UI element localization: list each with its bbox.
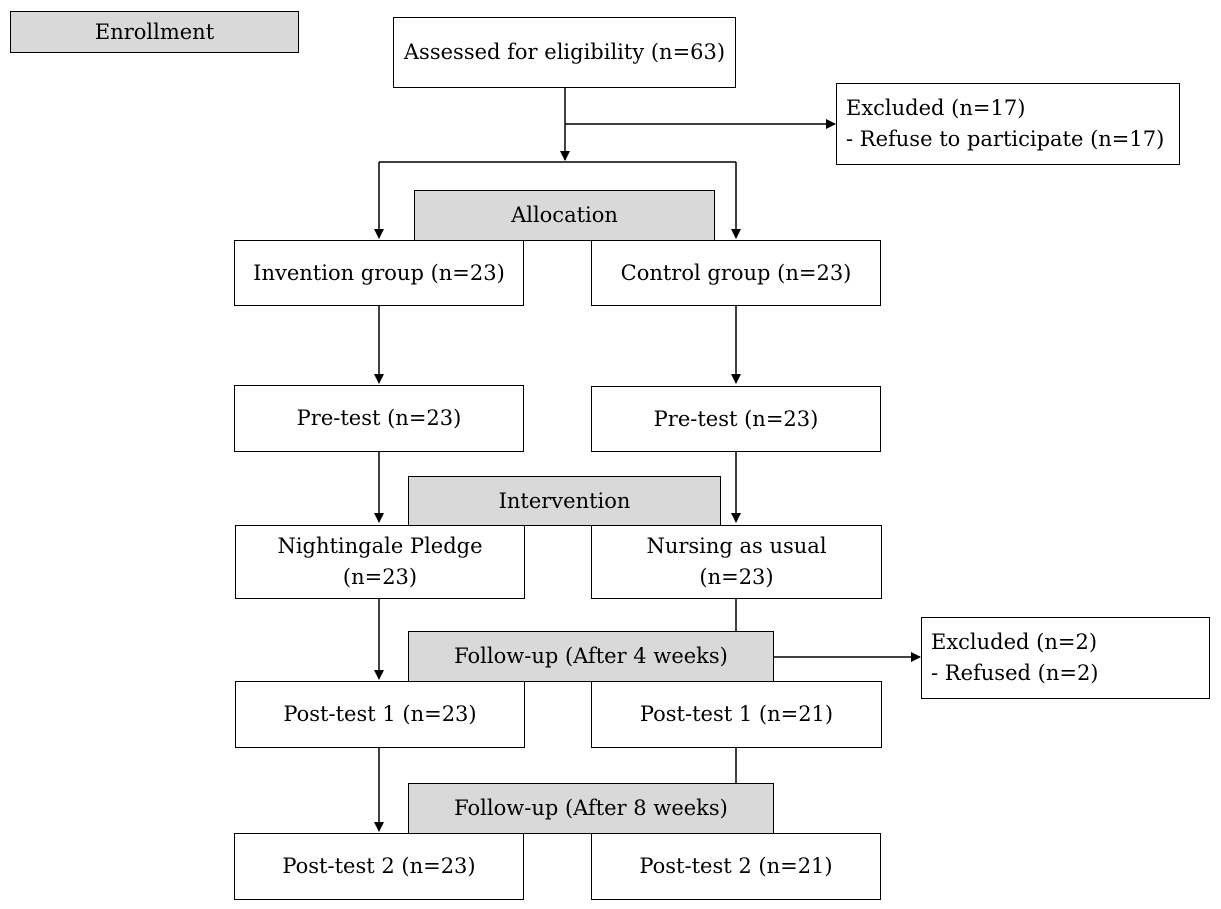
stage-followup-4-label: Follow-up (After 4 weeks) (454, 644, 728, 668)
stage-followup-4-weeks: Follow-up (After 4 weeks) (408, 631, 774, 682)
stage-allocation-label: Allocation (511, 203, 618, 227)
control-posttest2-box: Post-test 2 (n=21) (591, 833, 881, 900)
stage-followup-8-label: Follow-up (After 8 weeks) (454, 796, 728, 820)
intervention-posttest2-label: Post-test 2 (n=23) (282, 854, 476, 878)
excluded-1-reason: - Refuse to participate (n=17) (846, 127, 1165, 151)
nightingale-pledge-count: (n=23) (342, 565, 418, 589)
nightingale-pledge-label: Nightingale Pledge (277, 534, 483, 558)
nursing-as-usual-box: Nursing as usual (n=23) (591, 525, 882, 599)
stage-allocation: Allocation (414, 190, 715, 241)
excluded-2-title: Excluded (n=2) (931, 630, 1098, 654)
control-pretest-label: Pre-test (n=23) (653, 406, 819, 431)
assessed-box: Assessed for eligibility (n=63) (393, 17, 736, 88)
control-pretest-box: Pre-test (n=23) (591, 386, 881, 452)
excluded-box-1: Excluded (n=17) - Refuse to participate … (836, 83, 1180, 165)
stage-intervention: Intervention (408, 476, 721, 526)
control-posttest2-label: Post-test 2 (n=21) (639, 854, 833, 878)
control-group-label: Control group (n=23) (620, 260, 852, 285)
nursing-as-usual-count: (n=23) (699, 565, 774, 589)
nightingale-pledge-box: Nightingale Pledge (n=23) (235, 525, 525, 599)
control-posttest1-label: Post-test 1 (n=21) (639, 702, 834, 726)
excluded-1-title: Excluded (n=17) (846, 96, 1026, 120)
intervention-group-box: Invention group (n=23) (234, 240, 524, 306)
control-group-box: Control group (n=23) (591, 240, 881, 306)
intervention-posttest1-label: Post-test 1 (n=23) (283, 702, 477, 726)
stage-enrollment-label: Enrollment (94, 19, 215, 44)
assessed-label: Assessed for eligibility (n=63) (403, 40, 726, 64)
intervention-pretest-label: Pre-test (n=23) (296, 406, 462, 430)
stage-intervention-label: Intervention (498, 488, 631, 513)
intervention-pretest-box: Pre-test (n=23) (234, 385, 524, 452)
intervention-posttest2-box: Post-test 2 (n=23) (234, 833, 524, 900)
stage-followup-8-weeks: Follow-up (After 8 weeks) (408, 783, 774, 834)
intervention-group-label: Invention group (n=23) (253, 260, 505, 285)
control-posttest1-box: Post-test 1 (n=21) (591, 681, 882, 748)
stage-enrollment: Enrollment (10, 11, 299, 53)
excluded-box-2: Excluded (n=2) - Refused (n=2) (921, 617, 1210, 699)
intervention-posttest1-box: Post-test 1 (n=23) (235, 681, 525, 748)
excluded-2-reason: - Refused (n=2) (931, 661, 1099, 685)
nursing-as-usual-label: Nursing as usual (646, 534, 827, 558)
